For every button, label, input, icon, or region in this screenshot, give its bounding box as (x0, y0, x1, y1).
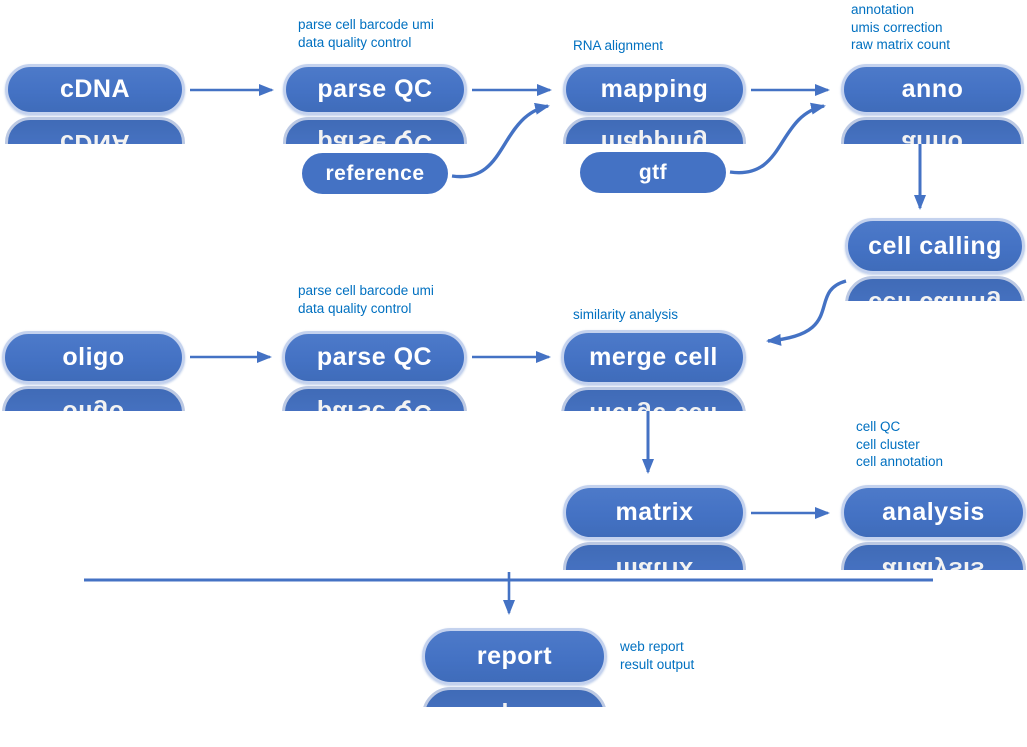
node-cell-calling: cell calling (845, 218, 1025, 274)
node-gtf: gtf (580, 152, 726, 193)
annotation-line: RNA alignment (573, 38, 664, 53)
node-parse-qc-2-label: parse QC (316, 343, 433, 371)
annotation-line: parse cell barcode umi (298, 283, 434, 298)
node-mapping: mapping (563, 64, 746, 115)
annotation-line: cell QC (856, 419, 901, 434)
node-anno: anno (841, 64, 1024, 115)
annotation-merge-cell: similarity analysis (573, 306, 678, 324)
node-mapping-label: mapping (600, 75, 709, 103)
arrow-gtf-to-anno (729, 102, 826, 175)
annotation-line: cell cluster (856, 436, 920, 452)
node-parse-qc-1: parse QC (283, 64, 467, 115)
node-oligo-label: oligo (62, 343, 125, 371)
annotation-line: parse cell barcode umi (298, 17, 434, 32)
annotation-line: web report (620, 639, 684, 654)
annotation-line: umis correction (851, 19, 943, 35)
arrow-reference-to-mapping (451, 102, 550, 179)
node-report: report (422, 628, 607, 685)
node-matrix: matrix (563, 485, 746, 540)
annotation-report: web report result output (620, 638, 694, 673)
node-analysis-label: analysis (882, 498, 985, 526)
node-parse-qc-2: parse QC (282, 331, 467, 384)
node-merge-cell-label: merge cell (589, 343, 718, 371)
node-report-label: report (476, 642, 553, 670)
node-reference-label: reference (325, 161, 425, 185)
node-cdna: cDNA (5, 64, 185, 115)
annotation-analysis: cell QC cell cluster cell annotation (856, 418, 943, 471)
annotation-line: result output (620, 656, 695, 672)
annotation-line: annotation (851, 2, 915, 17)
arrow-cell-calling-to-merge-cell (766, 279, 847, 346)
annotation-line: data quality control (298, 34, 412, 50)
annotation-mapping: RNA alignment (573, 37, 663, 55)
node-reference: reference (302, 153, 448, 194)
node-anno-label: anno (901, 75, 964, 103)
annotation-line: data quality control (298, 300, 412, 316)
annotation-line: cell annotation (856, 454, 944, 469)
node-gtf-label: gtf (638, 160, 668, 184)
node-oligo: oligo (2, 331, 185, 384)
annotation-anno: annotation umis correction raw matrix co… (851, 1, 950, 54)
node-matrix-label: matrix (615, 498, 694, 526)
node-parse-qc-1-label: parse QC (317, 75, 433, 103)
node-cdna-label: cDNA (59, 75, 131, 103)
annotation-parse-qc-1: parse cell barcode umi data quality cont… (298, 16, 434, 51)
node-merge-cell: merge cell (561, 330, 746, 385)
node-analysis: analysis (841, 485, 1026, 540)
annotation-line: similarity analysis (573, 307, 679, 322)
node-cell-calling-label: cell calling (868, 231, 1002, 260)
annotation-parse-qc-2: parse cell barcode umi data quality cont… (298, 282, 434, 317)
annotation-line: raw matrix count (851, 37, 951, 52)
